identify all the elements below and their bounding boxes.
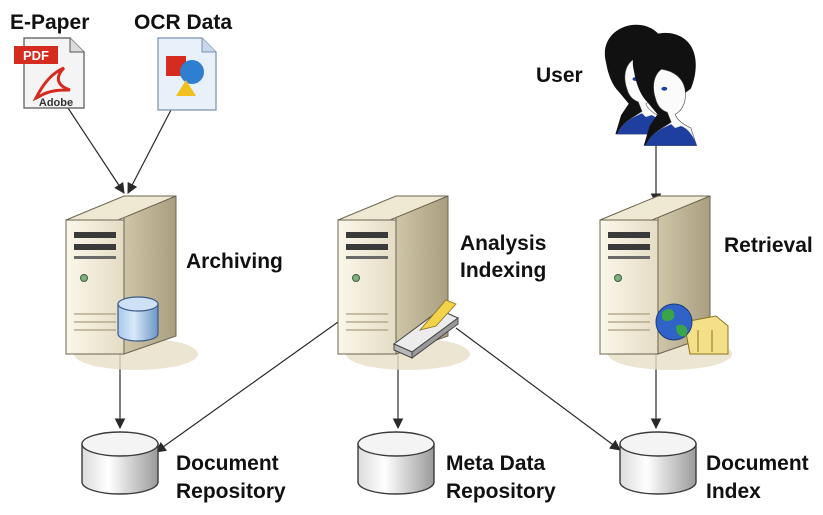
retrieval-server-icon xyxy=(599,195,733,371)
label-user: User xyxy=(536,64,583,87)
globe-icon xyxy=(655,303,693,341)
arrow-epaper-to-archiving xyxy=(67,107,125,194)
label-meta-data-repository-line2: Repository xyxy=(446,480,556,503)
user-icon xyxy=(604,24,698,147)
label-retrieval: Retrieval xyxy=(724,234,813,257)
archiving-server-icon xyxy=(65,195,199,371)
label-document-repository-line2: Repository xyxy=(176,480,286,503)
analysis-indexing-server-icon xyxy=(337,195,471,371)
scanner-icon xyxy=(393,299,459,359)
label-document-index-line1: Document xyxy=(706,452,809,475)
label-document-repository-line1: Document xyxy=(176,452,279,475)
pdf-document-icon: PDF Adobe xyxy=(14,37,85,109)
database-icon xyxy=(117,296,159,342)
meta-data-repository-storage-icon xyxy=(357,431,435,495)
adobe-brand-text: Adobe xyxy=(39,97,73,109)
label-document-index-line2: Index xyxy=(706,480,761,503)
ocr-document-icon xyxy=(157,37,217,111)
label-archiving: Archiving xyxy=(186,250,283,273)
arrow-analysis-to-document-repository xyxy=(155,321,339,453)
label-indexing: Indexing xyxy=(460,259,546,282)
arrow-analysis-to-document-index xyxy=(455,327,621,451)
arrow-ocr-to-archiving xyxy=(127,107,173,194)
document-index-storage-icon xyxy=(619,431,697,495)
label-analysis: Analysis xyxy=(460,232,546,255)
pdf-badge-text: PDF xyxy=(23,48,49,63)
label-e-paper: E-Paper xyxy=(10,11,89,34)
document-repository-storage-icon xyxy=(81,431,159,495)
label-meta-data-repository-line1: Meta Data xyxy=(446,452,546,475)
label-ocr-data: OCR Data xyxy=(134,11,232,34)
folder-icon xyxy=(683,315,729,355)
